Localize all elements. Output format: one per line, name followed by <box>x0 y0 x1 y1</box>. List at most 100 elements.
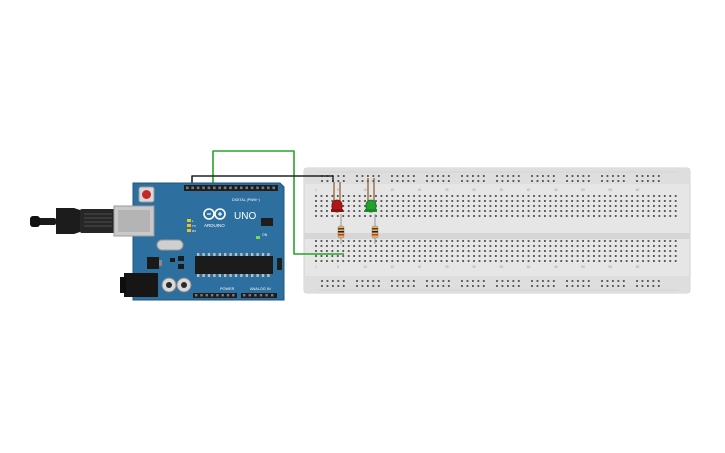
breadboard-hole[interactable] <box>342 195 345 197</box>
rail-hole[interactable] <box>647 280 649 282</box>
breadboard-hole[interactable] <box>609 215 612 217</box>
breadboard-hole[interactable] <box>347 195 350 197</box>
breadboard-hole[interactable] <box>358 205 361 207</box>
rail-hole[interactable] <box>447 280 450 282</box>
breadboard-hole[interactable] <box>625 200 628 202</box>
breadboard-hole[interactable] <box>647 250 650 252</box>
breadboard-hole[interactable] <box>598 245 601 247</box>
breadboard-hole[interactable] <box>500 245 503 247</box>
breadboard-hole[interactable] <box>636 250 639 252</box>
rail-hole[interactable] <box>657 285 660 287</box>
breadboard-hole[interactable] <box>620 250 623 252</box>
breadboard-hole[interactable] <box>494 195 497 197</box>
power-pin[interactable] <box>205 294 208 297</box>
rail-hole[interactable] <box>482 175 485 177</box>
digital-pin[interactable] <box>272 186 275 190</box>
breadboard-hole[interactable] <box>473 255 475 257</box>
breadboard-hole[interactable] <box>625 240 628 242</box>
breadboard-hole[interactable] <box>385 195 388 197</box>
rail-hole[interactable] <box>612 280 614 282</box>
breadboard-hole[interactable] <box>603 210 606 212</box>
breadboard-hole[interactable] <box>456 250 459 252</box>
breadboard-hole[interactable] <box>549 200 552 202</box>
breadboard-hole[interactable] <box>407 210 410 212</box>
rail-hole[interactable] <box>636 180 638 182</box>
breadboard-hole[interactable] <box>440 200 443 202</box>
breadboard-hole[interactable] <box>549 250 552 252</box>
breadboard-hole[interactable] <box>642 200 644 202</box>
breadboard-hole[interactable] <box>674 205 677 207</box>
rail-hole[interactable] <box>657 280 660 282</box>
rail-hole[interactable] <box>501 175 504 177</box>
breadboard-hole[interactable] <box>505 240 508 242</box>
breadboard-hole[interactable] <box>674 255 677 257</box>
breadboard-hole[interactable] <box>625 195 628 197</box>
breadboard-hole[interactable] <box>636 195 639 197</box>
breadboard-hole[interactable] <box>489 215 492 217</box>
breadboard-hole[interactable] <box>522 215 524 217</box>
breadboard-hole[interactable] <box>489 200 492 202</box>
breadboard-hole[interactable] <box>603 205 606 207</box>
breadboard-hole[interactable] <box>636 245 639 247</box>
components[interactable] <box>331 178 379 244</box>
breadboard-hole[interactable] <box>440 210 443 212</box>
analog-pin[interactable] <box>265 294 268 297</box>
rail-hole[interactable] <box>501 285 504 287</box>
breadboard-hole[interactable] <box>587 250 590 252</box>
breadboard-hole[interactable] <box>527 245 530 247</box>
rail-hole[interactable] <box>477 180 480 182</box>
breadboard-hole[interactable] <box>418 205 421 207</box>
breadboard-hole[interactable] <box>554 260 557 262</box>
breadboard-hole[interactable] <box>538 260 541 262</box>
breadboard-hole[interactable] <box>440 195 443 197</box>
rail-hole[interactable] <box>577 285 579 287</box>
breadboard-hole[interactable] <box>364 260 366 262</box>
breadboard-hole[interactable] <box>391 240 394 242</box>
breadboard-hole[interactable] <box>315 195 317 197</box>
breadboard-hole[interactable] <box>576 255 579 257</box>
breadboard-hole[interactable] <box>396 195 399 197</box>
breadboard-hole[interactable] <box>375 195 377 197</box>
breadboard-hole[interactable] <box>614 260 617 262</box>
breadboard-hole[interactable] <box>625 260 628 262</box>
rail-hole[interactable] <box>402 285 404 287</box>
breadboard-hole[interactable] <box>500 205 503 207</box>
rail-hole[interactable] <box>571 280 574 282</box>
rail-hole[interactable] <box>512 285 515 287</box>
breadboard-hole[interactable] <box>385 205 388 207</box>
rail-hole[interactable] <box>321 280 323 282</box>
breadboard-hole[interactable] <box>358 215 361 217</box>
breadboard-hole[interactable] <box>505 250 508 252</box>
breadboard-hole[interactable] <box>663 205 666 207</box>
breadboard-hole[interactable] <box>631 200 633 202</box>
breadboard-hole[interactable] <box>631 210 633 212</box>
breadboard-hole[interactable] <box>505 205 508 207</box>
breadboard-hole[interactable] <box>413 240 415 242</box>
breadboard-hole[interactable] <box>620 255 623 257</box>
breadboard-hole[interactable] <box>511 195 514 197</box>
breadboard-hole[interactable] <box>598 255 601 257</box>
breadboard-hole[interactable] <box>347 245 350 247</box>
breadboard-hole[interactable] <box>391 255 394 257</box>
breadboard-hole[interactable] <box>653 200 655 202</box>
rail-hole[interactable] <box>407 280 410 282</box>
breadboard-hole[interactable] <box>331 255 334 257</box>
digital-pin[interactable] <box>202 186 205 190</box>
breadboard-hole[interactable] <box>560 240 563 242</box>
rail-hole[interactable] <box>542 280 544 282</box>
breadboard-hole[interactable] <box>456 195 459 197</box>
breadboard-hole[interactable] <box>614 205 617 207</box>
rail-hole[interactable] <box>391 175 393 177</box>
breadboard-hole[interactable] <box>407 240 410 242</box>
breadboard-hole[interactable] <box>347 215 350 217</box>
breadboard-hole[interactable] <box>593 200 595 202</box>
breadboard-hole[interactable] <box>587 255 590 257</box>
breadboard-hole[interactable] <box>456 240 459 242</box>
breadboard-hole[interactable] <box>380 245 383 247</box>
breadboard-hole[interactable] <box>440 240 443 242</box>
breadboard-hole[interactable] <box>375 215 377 217</box>
breadboard-hole[interactable] <box>413 200 415 202</box>
breadboard-hole[interactable] <box>353 200 356 202</box>
breadboard-hole[interactable] <box>511 200 514 202</box>
breadboard-hole[interactable] <box>500 240 503 242</box>
